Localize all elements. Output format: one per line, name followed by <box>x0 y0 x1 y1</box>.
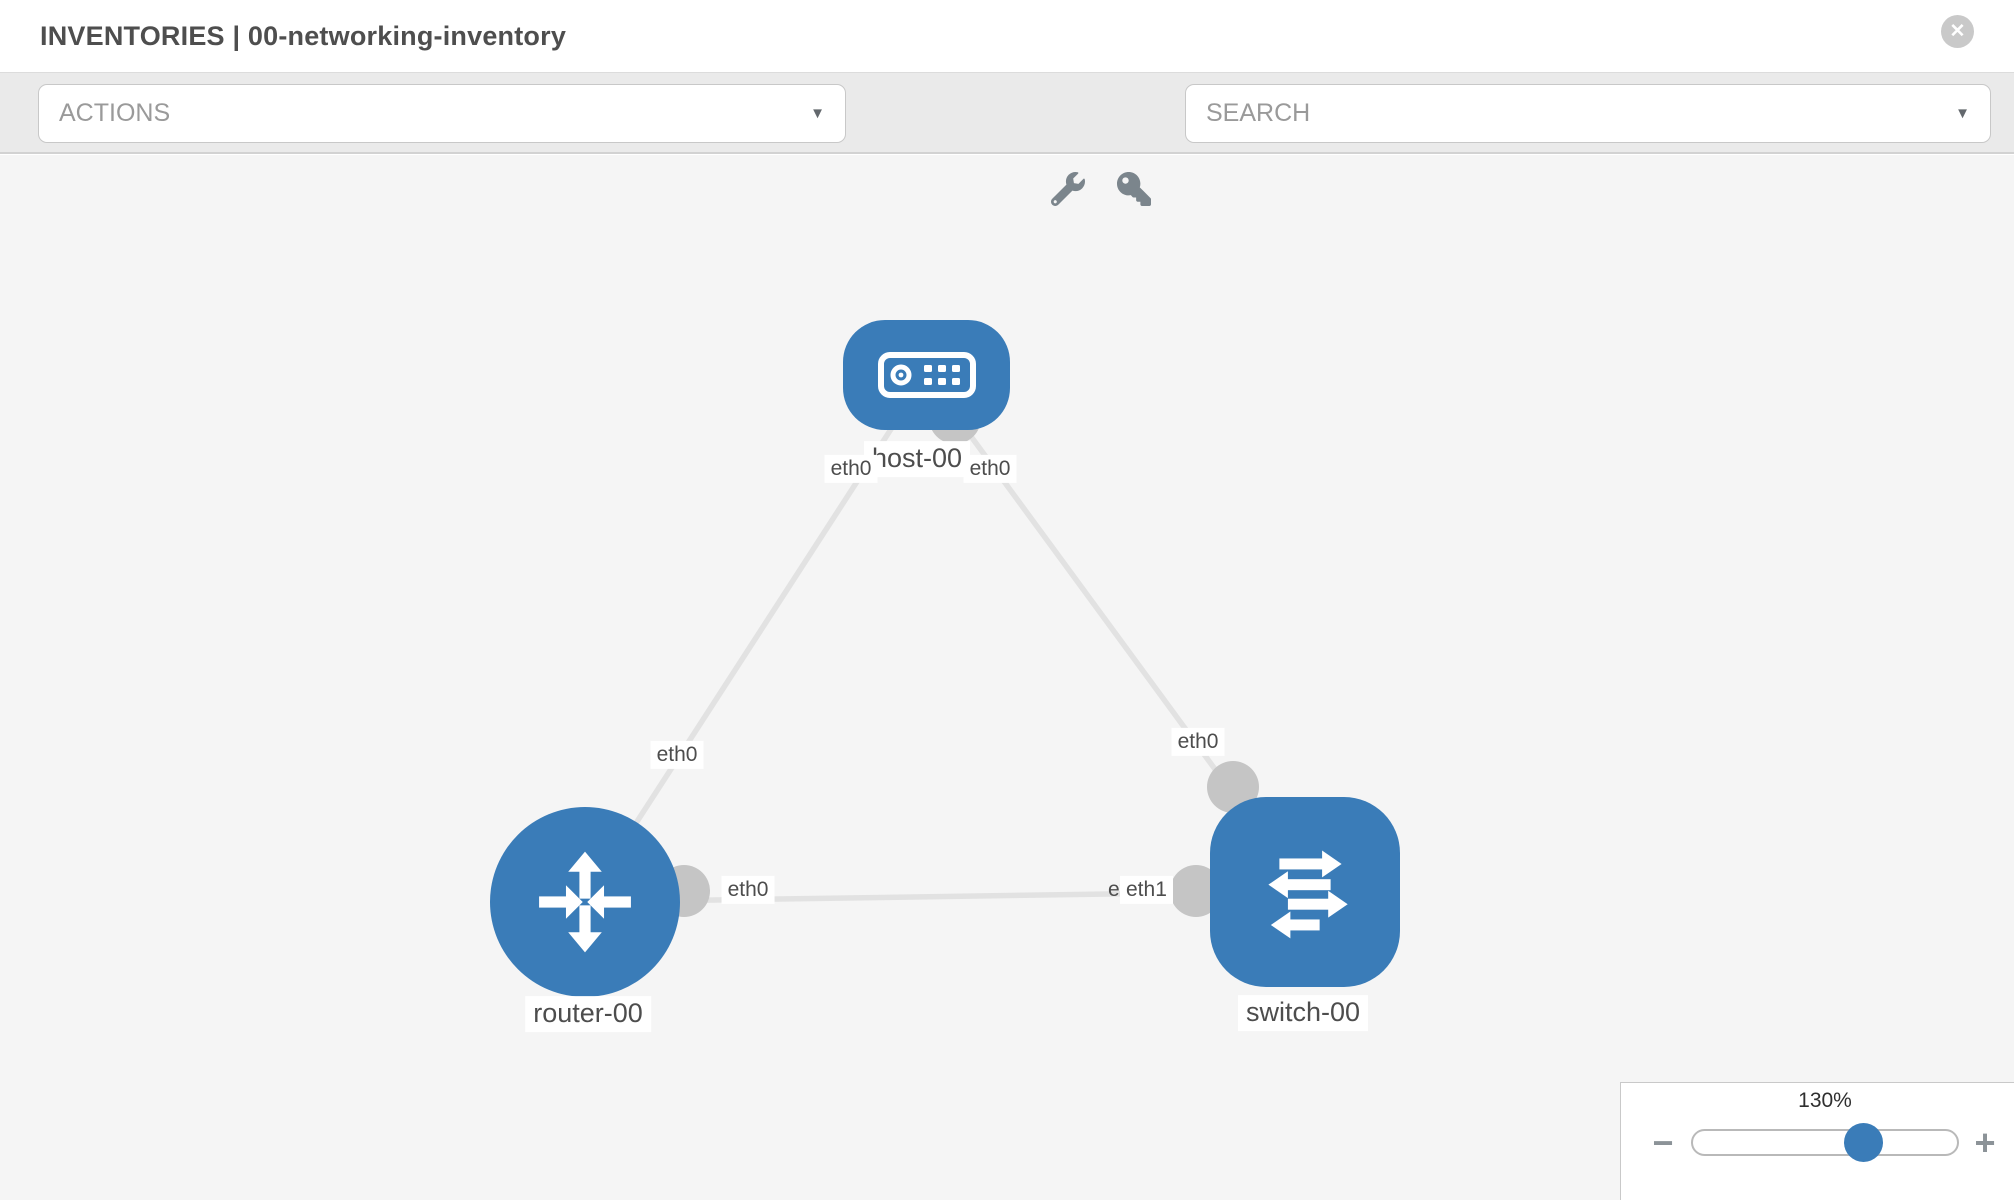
zoom-out-button[interactable]: − <box>1652 1122 1674 1163</box>
node-router-00[interactable] <box>490 807 680 997</box>
router-icon <box>539 851 631 953</box>
close-button[interactable]: ✕ <box>1941 15 1974 48</box>
actions-dropdown[interactable]: ACTIONS ▼ <box>38 84 846 143</box>
zoom-slider[interactable] <box>1691 1129 1959 1156</box>
close-icon: ✕ <box>1949 21 1966 42</box>
zoom-slider-thumb[interactable] <box>1844 1123 1883 1162</box>
interface-label-host-to-switch: eth0 <box>963 454 1017 484</box>
interface-dot-switch-lan <box>1170 865 1222 917</box>
wrench-icon[interactable] <box>1050 172 1085 211</box>
interface-label-switch-to-host: eth0 <box>1171 727 1225 757</box>
node-label-router: router-00 <box>525 996 651 1032</box>
host-icon <box>877 352 976 398</box>
interface-label-switch-to-router: eth1 <box>1120 875 1173 905</box>
interface-label-host-to-router: eth0 <box>824 454 878 484</box>
node-switch-00[interactable] <box>1210 797 1400 987</box>
key-icon[interactable] <box>1117 172 1151 211</box>
actions-dropdown-label: ACTIONS <box>59 99 171 127</box>
toolbar: ACTIONS ▼ SEARCH ▼ <box>0 73 2014 207</box>
zoom-panel: 130% − + <box>1620 1082 2014 1200</box>
switch-icon <box>1268 850 1348 939</box>
interface-label-router-to-host: eth0 <box>650 740 704 770</box>
zoom-level: 130% <box>1798 1089 1852 1112</box>
caret-down-icon: ▼ <box>1955 105 1970 122</box>
search-dropdown-label: SEARCH <box>1206 99 1311 127</box>
page-title: INVENTORIES | 00-networking-inventory <box>40 20 567 51</box>
node-label-host: host-00 <box>863 441 971 477</box>
caret-down-icon: ▼ <box>810 105 825 122</box>
search-dropdown[interactable]: SEARCH ▼ <box>1185 84 1991 143</box>
links-layer <box>582 373 1308 917</box>
node-label-switch: switch-00 <box>1237 995 1369 1031</box>
node-host-00[interactable] <box>843 320 1010 430</box>
topology-canvas[interactable]: host-00 router-00 switch-00 eth0 eth0 et… <box>0 155 2014 1200</box>
interface-label-router-to-switch: eth0 <box>721 875 775 905</box>
zoom-in-button[interactable]: + <box>1974 1122 1996 1163</box>
header: INVENTORIES | 00-networking-inventory ✕ <box>0 0 2014 73</box>
